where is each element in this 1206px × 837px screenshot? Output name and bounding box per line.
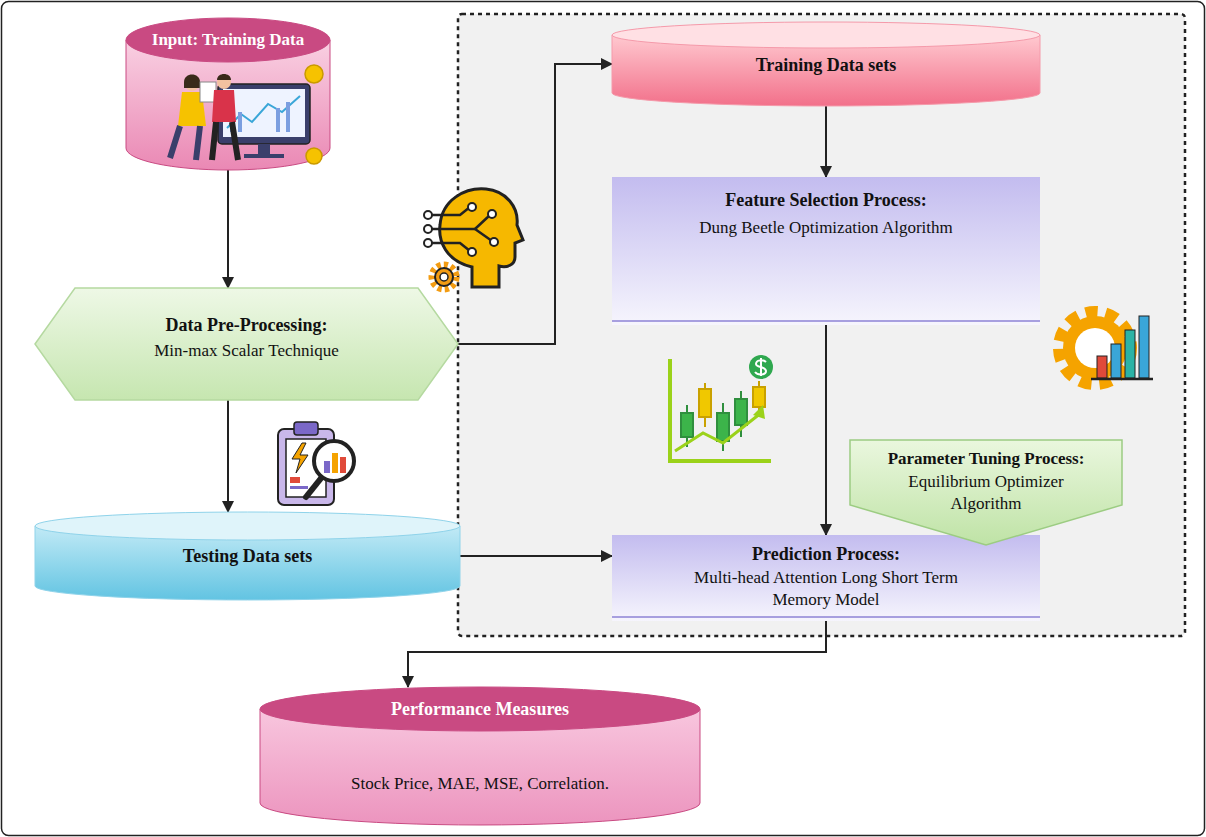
node-body: Multi-head Attention Long Short Term Mem… <box>676 567 976 611</box>
process-box: Feature Selection Process: Dung Beetle Op… <box>612 177 1040 325</box>
process-hexagon: Data Pre-Processing: Min-max Scalar Techn… <box>35 288 458 400</box>
gear-chart-icon <box>1059 312 1153 384</box>
node-body: Dung Beetle Optimization Algorithm <box>624 217 1028 239</box>
node-heading: Training Data sets <box>624 54 1028 76</box>
node-heading: Prediction Process: <box>624 543 1028 565</box>
flow-arrow <box>825 325 827 535</box>
flow-arrow <box>458 64 612 344</box>
database-cylinder: Training Data sets <box>612 22 1040 106</box>
database-cylinder: Performance MeasuresStock Price, MAE, MS… <box>260 687 700 825</box>
dashed-region <box>458 14 1185 636</box>
flow-arrow <box>460 555 612 557</box>
node-heading: Feature Selection Process: <box>624 189 1028 211</box>
node-body: Equilibrium Optimizer Algorithm <box>886 471 1086 515</box>
flow-arrow <box>408 621 826 687</box>
candlestick-icon <box>670 355 773 461</box>
node-heading: Testing Data sets <box>47 545 448 567</box>
process-box: Prediction Process:Multi-head Attention … <box>612 535 1040 621</box>
node-body: Min-max Scalar Technique <box>47 340 446 362</box>
node-heading: Data Pre-Processing: <box>47 314 446 336</box>
database-cylinder: Testing Data sets <box>35 512 460 600</box>
clipboard-icon <box>278 422 354 505</box>
flow-arrow <box>825 106 827 177</box>
node-heading: Performance Measures <box>272 698 688 720</box>
ai-head-icon <box>424 189 523 289</box>
flow-arrow <box>227 400 229 512</box>
node-body: Stock Price, MAE, MSE, Correlation. <box>272 773 688 795</box>
node-heading: Input: Training Data <box>138 29 318 51</box>
flow-arrow <box>227 170 229 288</box>
tuning-pentagon: Parameter Tuning Process:Equilibrium Opt… <box>850 440 1122 545</box>
database-cylinder: Input: Training Data <box>126 18 330 170</box>
node-heading: Parameter Tuning Process: <box>862 448 1110 470</box>
